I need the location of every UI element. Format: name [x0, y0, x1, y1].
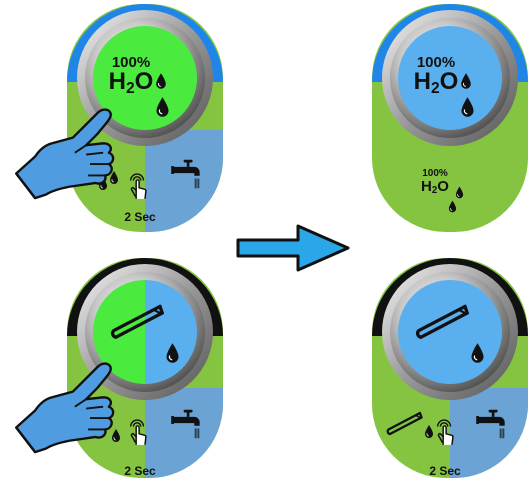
mode-percent-label: 100%	[422, 168, 448, 179]
test-tube-icon	[410, 302, 476, 346]
hold-time-label: 2 Sec	[124, 464, 156, 478]
test-tube-icon	[105, 302, 171, 346]
faucet-icon	[171, 408, 207, 440]
water-drop-icon	[424, 424, 434, 439]
water-drop-icon	[460, 96, 475, 118]
faucet-icon	[476, 408, 512, 440]
panel-bottom-left: 2 Sec	[67, 258, 223, 478]
water-drop-icon	[165, 342, 180, 364]
hold-time-label: 2 Sec	[124, 210, 156, 224]
panel-top-right: 100% H2O 100% H2O	[372, 4, 528, 232]
pointing-hand-icon	[10, 350, 134, 454]
main-button[interactable]: 100% H2O	[380, 8, 520, 148]
water-drop-icon	[455, 186, 464, 199]
pointing-hand-icon	[10, 96, 134, 200]
percent-label: 100%	[111, 54, 151, 71]
main-button[interactable]	[75, 262, 215, 402]
touch-finger-icon	[434, 418, 456, 446]
water-drop-icon	[155, 72, 167, 90]
h2o-label: H2O	[108, 68, 154, 97]
water-drop-icon	[470, 342, 485, 364]
main-button[interactable]	[380, 262, 520, 402]
mode-h2o-label: H2O	[421, 178, 449, 197]
h2o-label: H2O	[413, 68, 459, 97]
faucet-icon	[171, 158, 207, 190]
water-drop-icon	[155, 96, 170, 118]
panel-bottom-right: 2 Sec	[372, 258, 528, 478]
percent-label: 100%	[416, 54, 456, 71]
main-button[interactable]: 100% H2O	[75, 8, 215, 148]
test-tube-icon	[382, 410, 428, 440]
panel-top-left: 100% H2O 0% 2 Sec	[67, 4, 223, 232]
water-drop-icon	[448, 200, 457, 213]
water-drop-icon	[460, 72, 472, 90]
hold-time-label: 2 Sec	[429, 464, 461, 478]
right-arrow-icon	[236, 224, 350, 272]
